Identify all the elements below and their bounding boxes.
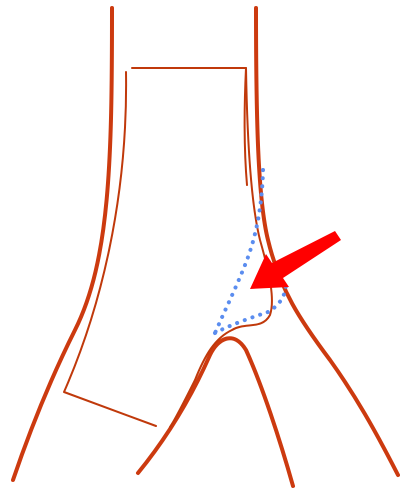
dotted-contour	[215, 170, 286, 333]
branch-inner-wall	[138, 338, 293, 486]
red-arrow	[250, 231, 341, 289]
arrow-icon	[250, 231, 341, 289]
vessel-left-wall	[13, 8, 112, 480]
